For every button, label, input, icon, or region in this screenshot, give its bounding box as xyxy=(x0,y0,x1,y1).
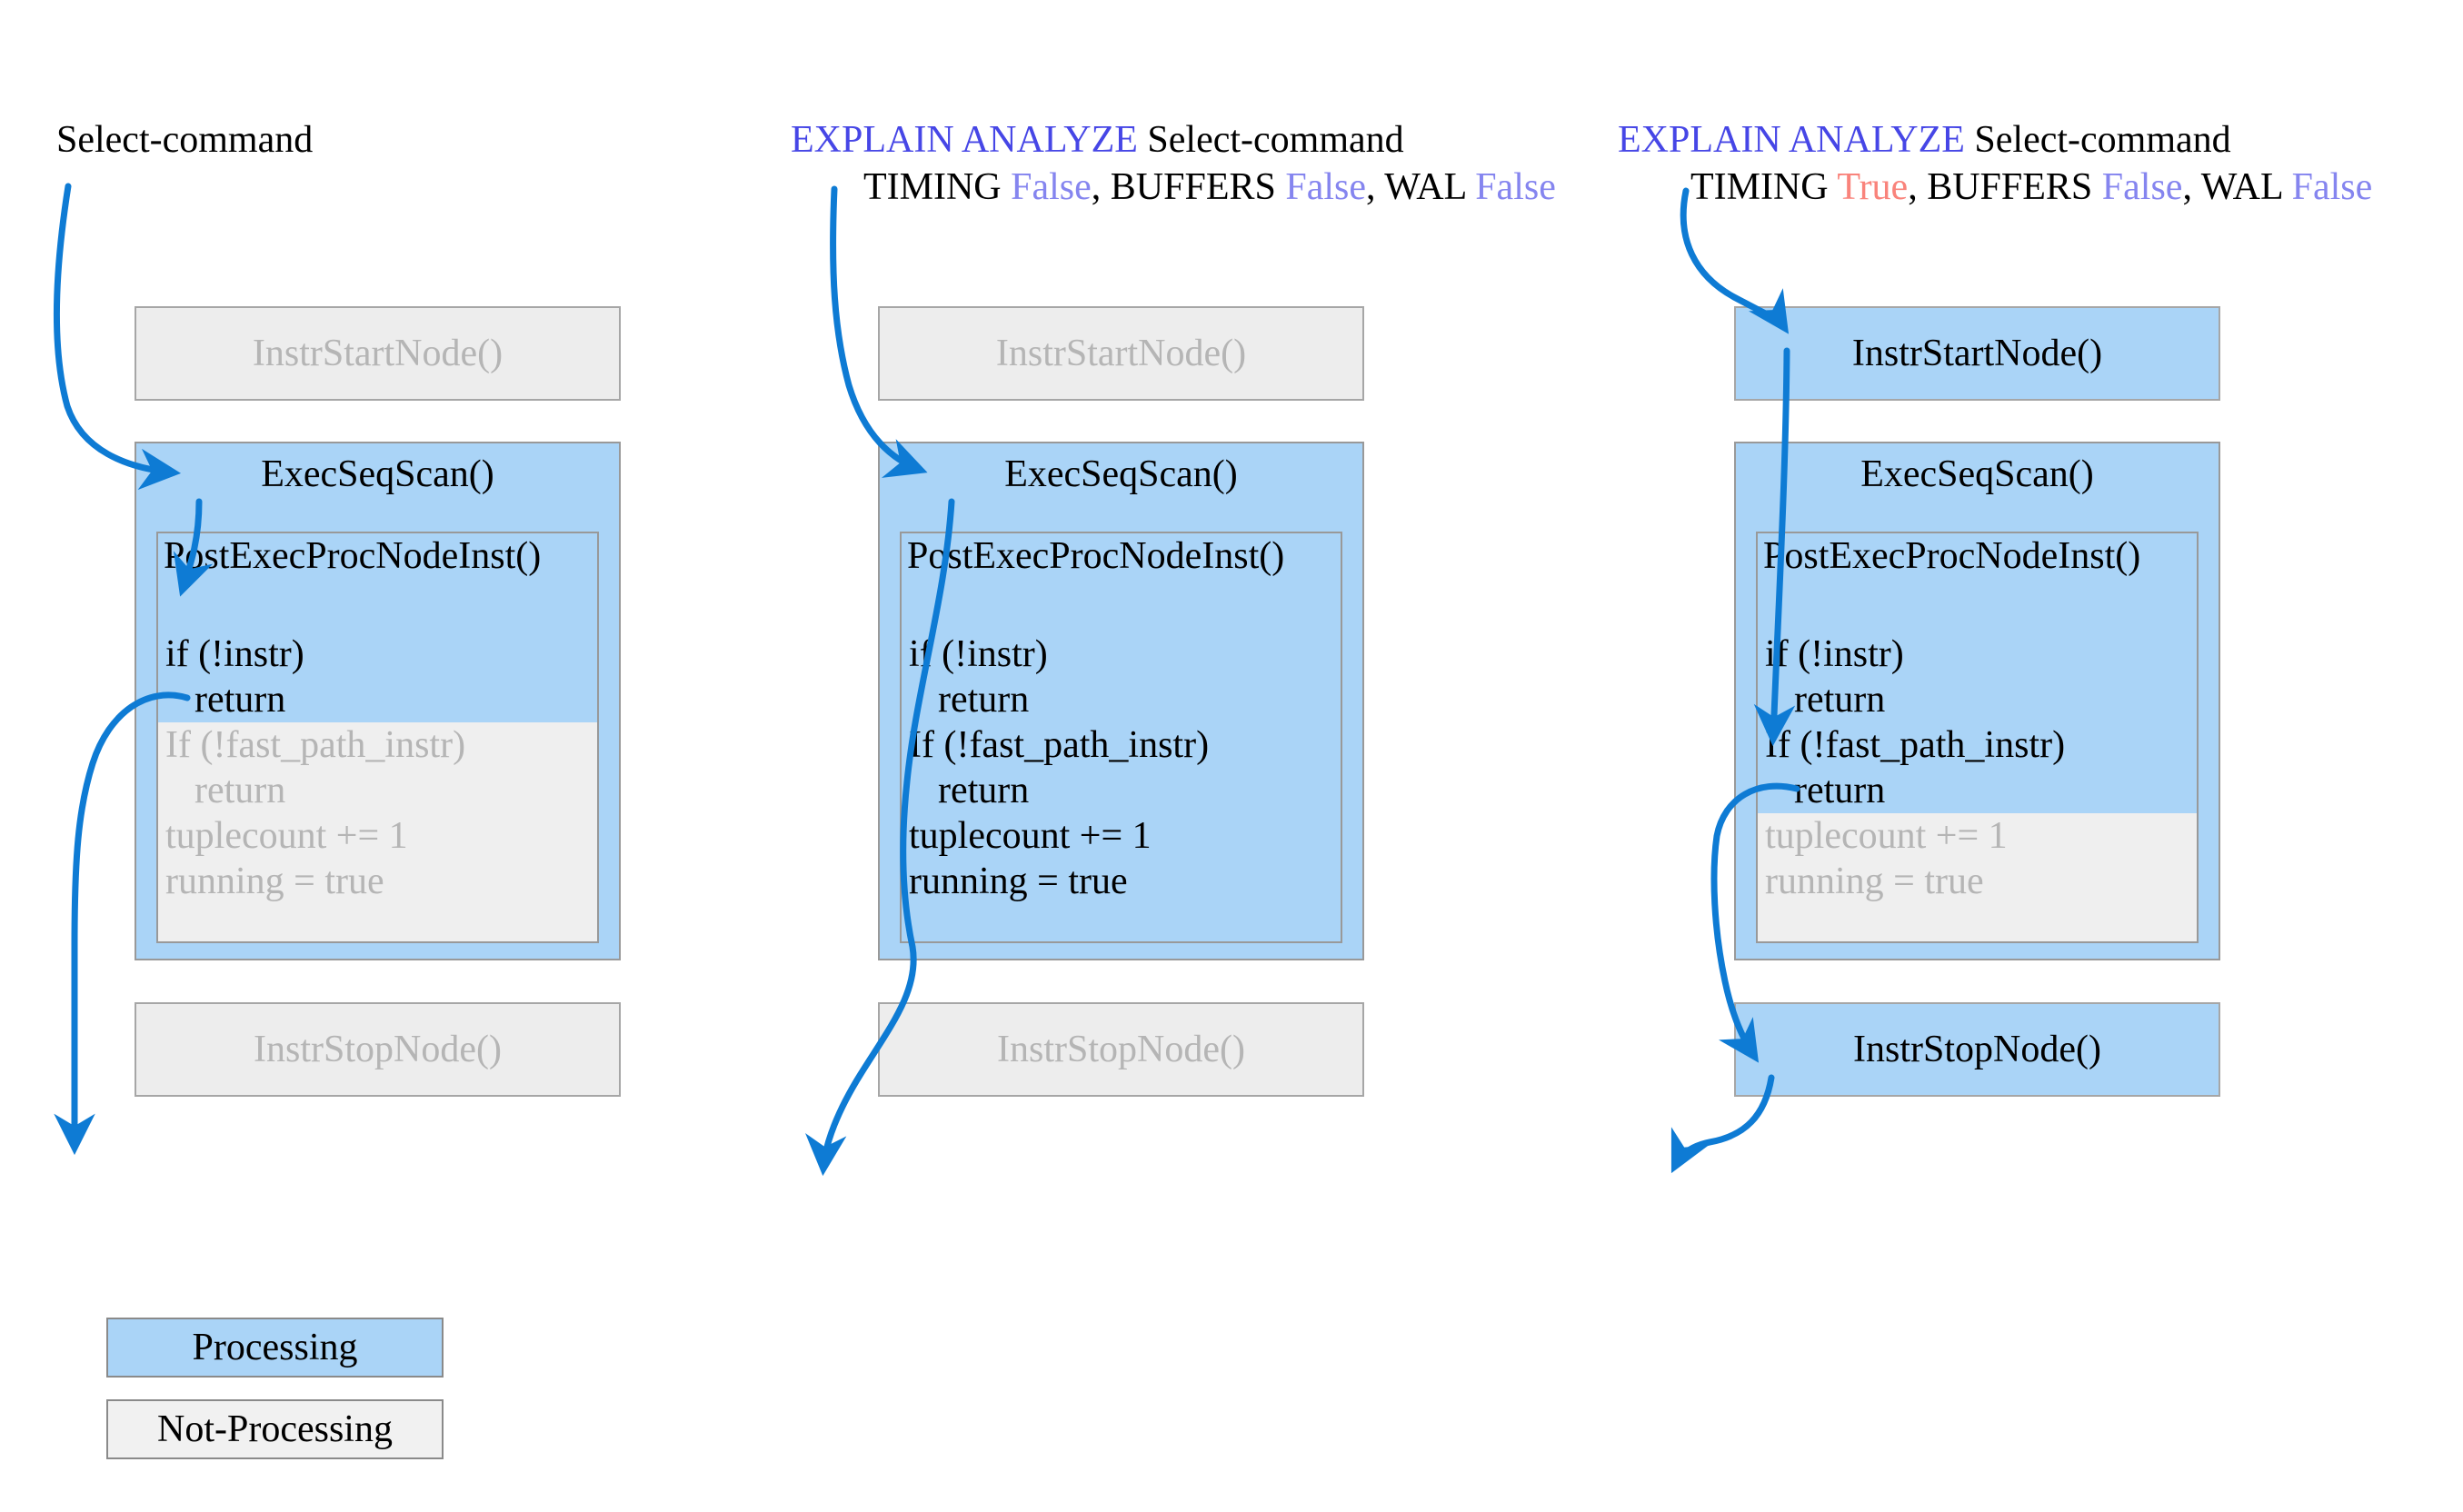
header-text-segment: Select-command xyxy=(1147,119,1404,161)
legend-processing: Processing xyxy=(106,1318,444,1378)
code-line: If (!fast_path_instr) xyxy=(1765,724,2066,766)
exec-seq-scan-title-col1: ExecSeqScan() xyxy=(261,453,494,495)
exec-seq-scan-box-col3: ExecSeqScan() PostExecProcNodeInst() if (!… xyxy=(1734,442,2220,960)
header-text-segment: Select-command xyxy=(56,119,314,161)
header-text-segment: , WAL xyxy=(2182,166,2292,208)
exec-seq-scan-box-col2: ExecSeqScan() PostExecProcNodeInst() if (!… xyxy=(878,442,1364,960)
header-text-segment: TIMING xyxy=(1690,166,1838,208)
code-line: If (!fast_path_instr) xyxy=(158,722,597,768)
header-text-segment: TIMING xyxy=(863,166,1012,208)
instr-stop-node-col1: InstrStopNode() xyxy=(135,1002,621,1097)
header-text-segment: False xyxy=(2291,166,2373,208)
header-text-segment: False xyxy=(1011,166,1092,208)
header-text-segment: False xyxy=(1285,166,1367,208)
instr-start-node-col3: InstrStartNode() xyxy=(1734,306,2220,401)
column2-header-line1: EXPLAIN ANALYZE Select-command xyxy=(791,118,1404,162)
header-text-segment: EXPLAIN ANALYZE xyxy=(1618,119,1975,161)
code-line: tuplecount += 1 xyxy=(158,813,597,859)
column2-header-line2: TIMING False, BUFFERS False, WAL False xyxy=(863,165,1556,209)
column1-header: Select-command xyxy=(56,118,313,162)
column3-header-line1: EXPLAIN ANALYZE Select-command xyxy=(1618,118,2231,162)
not-processing-filler xyxy=(1758,904,2197,941)
spacer xyxy=(1758,581,2197,632)
code-line: return xyxy=(1794,770,1886,811)
code-line: return xyxy=(194,679,286,721)
code-line: running = true xyxy=(158,859,597,904)
header-text-segment: , BUFFERS xyxy=(1908,166,2102,208)
spacer xyxy=(902,581,1341,632)
instr-start-node-col2: InstrStartNode() xyxy=(878,306,1364,401)
code-line: return xyxy=(1794,679,1886,721)
code-line: if (!instr) xyxy=(909,633,1048,675)
code-line: If (!fast_path_instr) xyxy=(909,724,1210,766)
code-line: running = true xyxy=(1758,859,2197,904)
code-line: return xyxy=(938,679,1030,721)
code-line: tuplecount += 1 xyxy=(909,815,1152,857)
exec-seq-scan-title-col2: ExecSeqScan() xyxy=(1004,453,1238,495)
header-text-segment: False xyxy=(2101,166,2183,208)
code-line: if (!instr) xyxy=(165,633,304,675)
exec-seq-scan-title-col3: ExecSeqScan() xyxy=(1860,453,2094,495)
exec-seq-scan-box-col1: ExecSeqScan() PostExecProcNodeInst() if (!… xyxy=(135,442,621,960)
post-exec-proc-node-inst-title-col3: PostExecProcNodeInst() xyxy=(1763,535,2141,577)
post-exec-proc-node-inst-title-col2: PostExecProcNodeInst() xyxy=(907,535,1285,577)
legend-not-processing: Not-Processing xyxy=(106,1399,444,1459)
not-processing-filler xyxy=(158,904,597,941)
header-text-segment: False xyxy=(1475,166,1556,208)
column3-header-line2: TIMING True, BUFFERS False, WAL False xyxy=(1690,165,2372,209)
code-line: return xyxy=(158,768,597,813)
code-line: running = true xyxy=(909,860,1128,902)
instr-start-node-col1: InstrStartNode() xyxy=(135,306,621,401)
post-exec-proc-node-inst-title-col1: PostExecProcNodeInst() xyxy=(164,535,542,577)
code-line: return xyxy=(938,770,1030,811)
instr-stop-node-col2: InstrStopNode() xyxy=(878,1002,1364,1097)
header-text-segment: , BUFFERS xyxy=(1091,166,1286,208)
header-text-segment: EXPLAIN ANALYZE xyxy=(791,119,1148,161)
header-text-segment: Select-command xyxy=(1974,119,2231,161)
spacer xyxy=(158,581,597,632)
code-line: if (!instr) xyxy=(1765,633,1904,675)
instr-stop-node-col3: InstrStopNode() xyxy=(1734,1002,2220,1097)
header-text-segment: , WAL xyxy=(1366,166,1476,208)
code-line: tuplecount += 1 xyxy=(1758,813,2197,859)
header-text-segment: True xyxy=(1837,166,1909,208)
